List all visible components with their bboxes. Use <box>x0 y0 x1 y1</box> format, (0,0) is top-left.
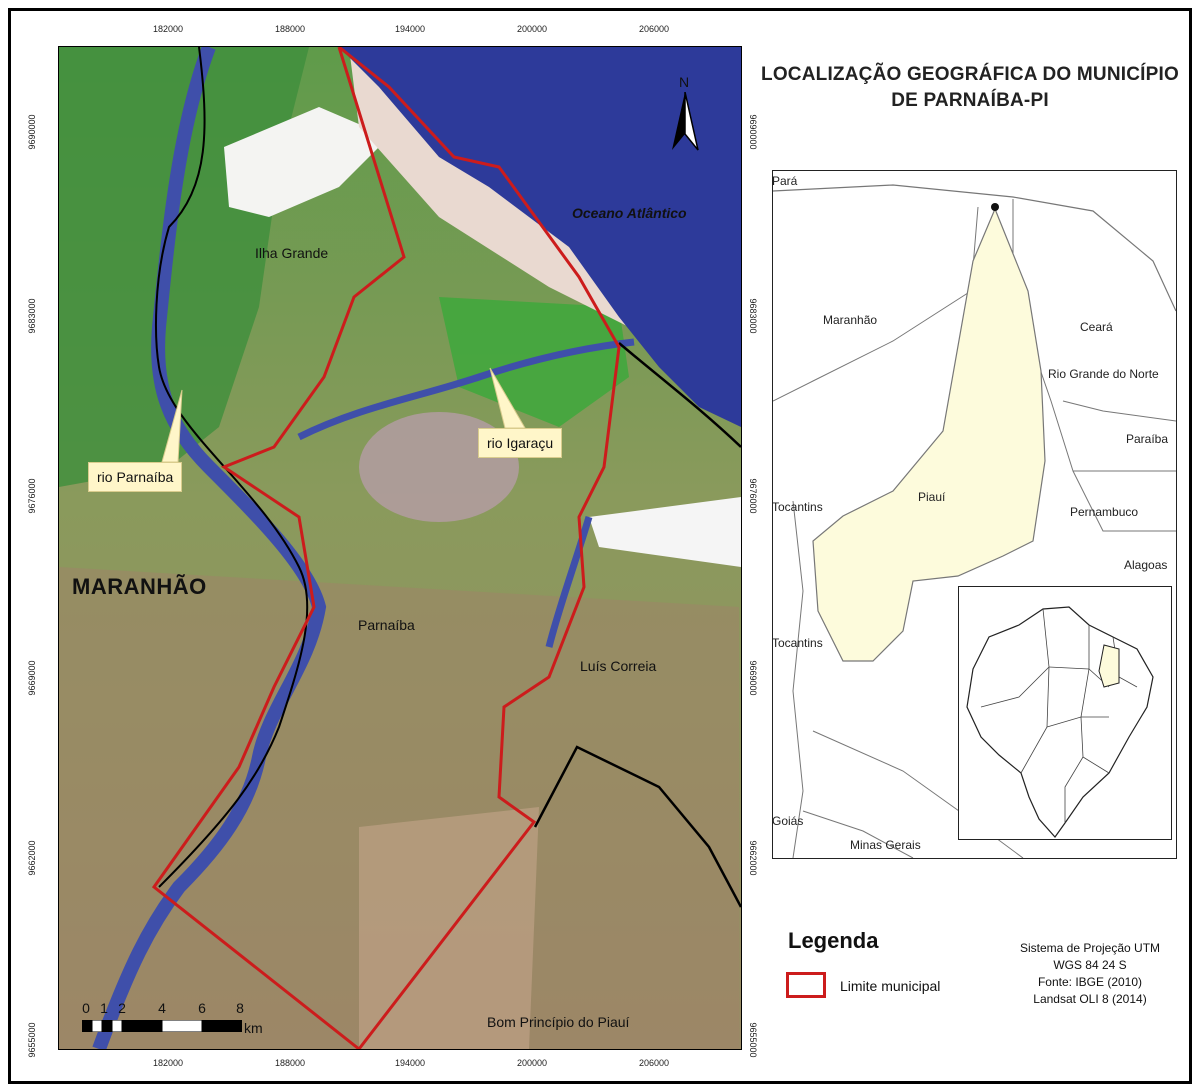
scale-number: 8 <box>236 1000 244 1016</box>
legend-municipal-limit-swatch <box>786 972 826 998</box>
x-tick-top: 206000 <box>638 24 670 34</box>
coastal-dunes <box>589 497 741 567</box>
x-tick-top: 182000 <box>152 24 184 34</box>
rio-parnaiba <box>92 47 327 1049</box>
satellite-map-graphic <box>59 47 741 1049</box>
state-label-tocantins: Tocantins <box>772 636 823 650</box>
credit-datum: WGS 84 24 S <box>1053 958 1127 972</box>
location-map-graphic <box>773 184 1176 858</box>
maranhao-label: MARANHÃO <box>72 574 207 599</box>
credit-imagery: Landsat OLI 8 (2014) <box>1033 992 1147 1006</box>
state-label-minas-gerais: Minas Gerais <box>850 838 921 852</box>
municipal-limit <box>151 47 621 1049</box>
dry-terrain <box>59 567 739 1049</box>
legend-title: Legenda <box>788 928 879 953</box>
callout-pointer-parnaiba <box>161 389 183 463</box>
scale-number: 6 <box>198 1000 206 1016</box>
scale-number: 4 <box>158 1000 166 1016</box>
callout-pointer-igaracu <box>489 367 526 429</box>
rio-igaracu-callout: rio Igaraçu <box>478 428 563 458</box>
inset-piaui-highlight <box>1098 644 1120 688</box>
state-label-tocantins: Tocantins <box>772 500 823 514</box>
scale-number: 0 <box>82 1000 90 1016</box>
x-tick-bottom: 194000 <box>394 1058 426 1068</box>
scale-unit: km <box>244 1020 263 1036</box>
southern-boundary <box>533 745 741 908</box>
bom-principio-label: Bom Princípio do Piauí <box>487 1014 630 1030</box>
rio-igaracu <box>297 338 635 441</box>
x-tick-bottom: 188000 <box>274 1058 306 1068</box>
x-tick-bottom: 200000 <box>516 1058 548 1068</box>
ocean-label: Oceano Atlântico <box>572 205 687 221</box>
state-label-ceara: Ceará <box>1080 320 1113 334</box>
credit-source: Fonte: IBGE (2010) <box>1037 975 1143 989</box>
parnaiba-label: Parnaíba <box>358 617 415 633</box>
river-luis-correia <box>545 515 593 648</box>
map-title-line1: LOCALIZAÇÃO GEOGRÁFICA DO MUNICÍPIO <box>761 64 1179 85</box>
dunes <box>224 107 389 217</box>
parnaiba-marker <box>991 203 999 211</box>
satellite-map[interactable] <box>58 46 742 1050</box>
scale-bar <box>82 1020 242 1032</box>
state-label-paraiba: Paraíba <box>1126 432 1169 446</box>
ilha-grande-label: Ilha Grande <box>255 245 329 261</box>
x-tick-bottom: 182000 <box>152 1058 184 1068</box>
state-label-para: Pará <box>772 174 798 188</box>
scale-number: 2 <box>118 1000 126 1016</box>
luis-correia-label: Luís Correia <box>580 658 657 674</box>
x-tick-top: 188000 <box>274 24 306 34</box>
coastline-boundary <box>618 342 741 448</box>
state-label-rio-grande-do-norte: Rio Grande do Norte <box>1048 367 1159 381</box>
credit-projection: Sistema de Projeção UTM <box>1019 941 1161 955</box>
state-label-goias: Goiás <box>772 814 804 828</box>
north-label: N <box>679 74 690 90</box>
scale-number: 1 <box>100 1000 108 1016</box>
x-tick-top: 200000 <box>516 24 548 34</box>
state-label-maranhao: Maranhão <box>823 313 878 327</box>
rio-parnaiba-callout: rio Parnaíba <box>88 462 183 492</box>
brazil-inset-graphic <box>966 606 1154 838</box>
state-label-pernambuco: Pernambuco <box>1070 505 1139 519</box>
x-tick-top: 194000 <box>394 24 426 34</box>
map-title-line2: DE PARNAÍBA-PI <box>891 90 1049 111</box>
brazil-inset-map[interactable] <box>958 586 1172 840</box>
map-title: LOCALIZAÇÃO GEOGRÁFICA DO MUNICÍPIO DE P… <box>755 62 1185 114</box>
legend-municipal-limit-label: Limite municipal <box>840 978 941 994</box>
north-arrow-icon <box>672 92 699 151</box>
state-label-piaui: Piauí <box>918 490 946 504</box>
x-tick-bottom: 206000 <box>638 1058 670 1068</box>
piaui-shape <box>812 207 1046 662</box>
map-credits: Sistema de Projeção UTM WGS 84 24 S Font… <box>990 940 1190 1008</box>
state-label-alagoas: Alagoas <box>1124 558 1168 572</box>
